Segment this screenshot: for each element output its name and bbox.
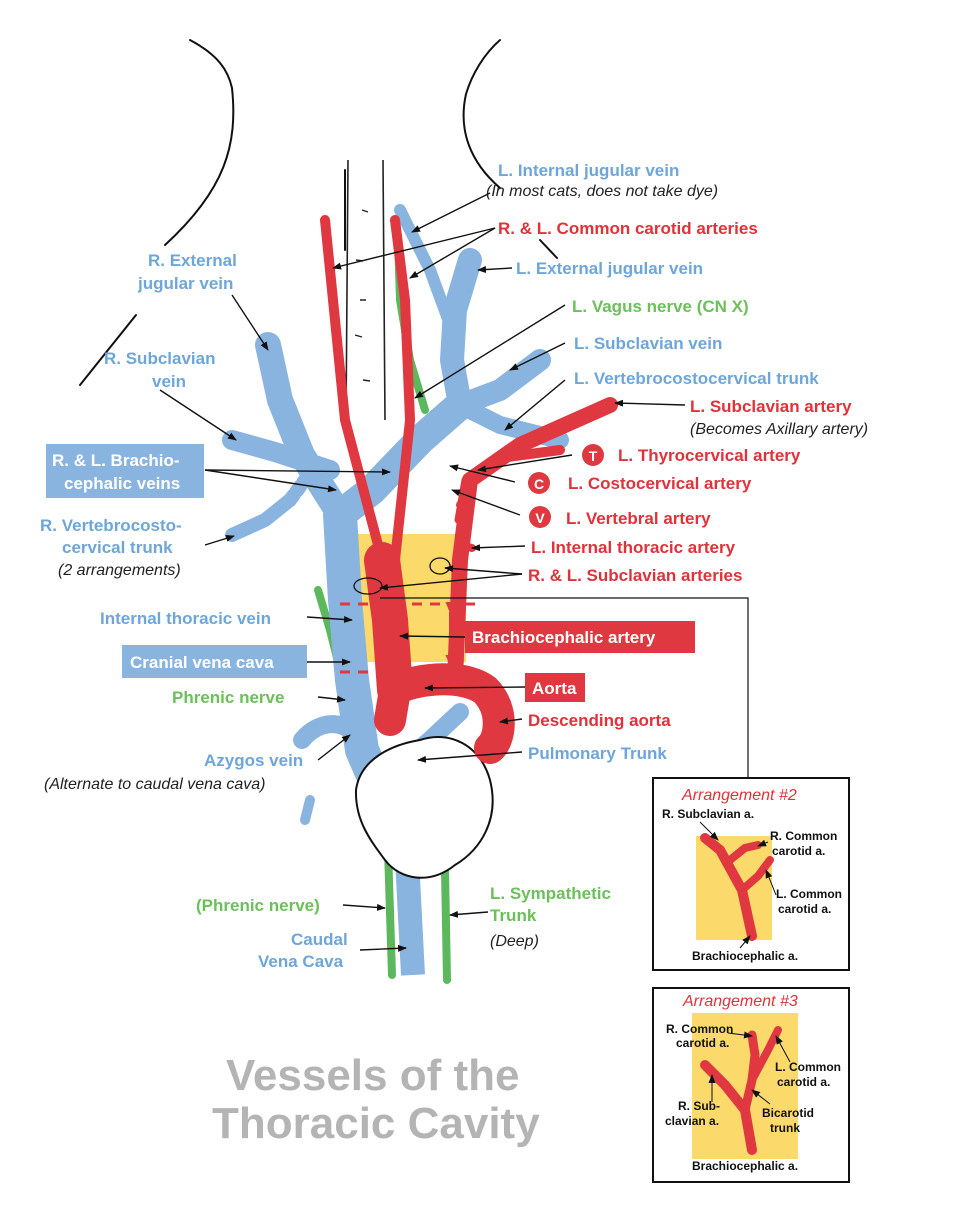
label-phrenic-nerve: Phrenic nerve — [172, 688, 284, 707]
note-azygos: (Alternate to caudal vena cava) — [44, 776, 265, 793]
note-l-internal-jugular: (In most cats, does not take dye) — [486, 183, 718, 200]
note-l-subclavian-artery: (Becomes Axillary artery) — [690, 421, 868, 438]
label-r-subclavian-vein-1: R. Subclavian — [104, 349, 215, 368]
arrangement-3-r-common-carotid-2: carotid a. — [676, 1036, 729, 1050]
label-caudal-vena-cava-2: Vena Cava — [258, 952, 344, 971]
arrangement-3-l-common-carotid-2: carotid a. — [777, 1075, 830, 1089]
arrangement-3-bicarotid-2: trunk — [770, 1121, 800, 1135]
label-l-internal-jugular: L. Internal jugular vein — [498, 161, 679, 180]
arteries — [320, 215, 618, 764]
trachea — [345, 159, 386, 421]
label-l-internal-thoracic-artery: L. Internal thoracic artery — [531, 538, 736, 557]
label-internal-thoracic-vein: Internal thoracic vein — [100, 609, 271, 628]
arrangement-2-title: Arrangement #2 — [681, 787, 797, 804]
brachiocephalic-artery — [364, 542, 413, 708]
diagram-title-line-2: Thoracic Cavity — [212, 1099, 540, 1148]
arrangement-connector — [380, 597, 749, 778]
artery-labels: R. & L. Common carotid arteries L. Subcl… — [498, 219, 852, 730]
note-l-sympathetic: (Deep) — [490, 933, 539, 950]
label-brachiocephalic-veins-1: R. & L. Brachio- — [52, 451, 180, 470]
label-caudal-vena-cava-1: Caudal — [291, 930, 348, 949]
arrangement-3-r-subclavian-2: clavian a. — [665, 1114, 719, 1128]
arrangement-2-brachiocephalic: Brachiocephalic a. — [692, 949, 798, 963]
heart — [354, 735, 494, 879]
note-labels: (In most cats, does not take dye) (Becom… — [44, 183, 868, 950]
badge-costocervical: C — [534, 476, 544, 492]
arrangement-2-l-common-carotid-2: carotid a. — [778, 902, 831, 916]
label-l-sympathetic-1: L. Sympathetic — [490, 884, 611, 903]
arrangement-3-inset: Arrangement #3 R. Common carotid a. L. C… — [652, 987, 850, 1183]
label-costocervical: L. Costocervical artery — [568, 474, 752, 493]
label-aorta: Aorta — [532, 679, 577, 698]
arrangement-3-l-common-carotid-1: L. Common — [775, 1060, 841, 1074]
arrangement-2-r-subclavian: R. Subclavian a. — [662, 807, 754, 821]
label-thyrocervical: L. Thyrocervical artery — [618, 446, 801, 465]
badge-vertebral: V — [535, 510, 545, 526]
arrangement-3-r-common-carotid-1: R. Common — [666, 1022, 733, 1036]
label-r-subclavian-vein-2: vein — [152, 372, 186, 391]
arrangement-2-l-common-carotid-1: L. Common — [776, 887, 842, 901]
artery-badges: T C V — [528, 444, 604, 528]
nerve-labels: L. Vagus nerve (CN X) Phrenic nerve (Phr… — [172, 297, 749, 925]
vein-labels: L. Internal jugular vein L. External jug… — [40, 161, 819, 971]
badge-thyrocervical: T — [589, 448, 598, 464]
arrangement-3-bicarotid-1: Bicarotid — [762, 1106, 814, 1120]
cranial-vena-cava — [323, 498, 392, 797]
arrangement-2-r-common-carotid-1: R. Common — [770, 829, 837, 843]
diagram-title-line-1: Vessels of the — [226, 1051, 519, 1100]
label-r-external-jugular-2: jugular vein — [137, 274, 233, 293]
label-pulmonary-trunk: Pulmonary Trunk — [528, 744, 667, 763]
arrangement-3-brachiocephalic: Brachiocephalic a. — [692, 1159, 798, 1173]
body-outline — [79, 39, 558, 386]
label-l-vertebrocostocervical: L. Vertebrocostocervical trunk — [574, 369, 819, 388]
label-common-carotids: R. & L. Common carotid arteries — [498, 219, 758, 238]
veins — [222, 204, 569, 976]
label-brachiocephalic-veins-2: cephalic veins — [64, 474, 180, 493]
arrangement-3-title: Arrangement #3 — [682, 993, 798, 1010]
label-r-external-jugular-1: R. External — [148, 251, 237, 270]
label-brachiocephalic-artery: Brachiocephalic artery — [472, 628, 656, 647]
label-r-vertebrocosto-2: cervical trunk — [62, 538, 173, 557]
label-l-external-jugular: L. External jugular vein — [516, 259, 703, 278]
boxed-vein-labels: R. & L. Brachio- cephalic veins Cranial … — [46, 444, 307, 678]
label-l-vagus: L. Vagus nerve (CN X) — [572, 297, 749, 316]
arrangement-3-r-subclavian-1: R. Sub- — [678, 1099, 720, 1113]
label-l-sympathetic-2: Trunk — [490, 906, 537, 925]
label-l-subclavian-artery: L. Subclavian artery — [690, 397, 852, 416]
label-phrenic-nerve-2: (Phrenic nerve) — [196, 896, 320, 915]
label-cranial-vena-cava: Cranial vena cava — [130, 653, 274, 672]
arrangement-2-inset: Arrangement #2 R. Subclavian a. R. Commo… — [652, 777, 850, 971]
label-subclavian-arteries: R. & L. Subclavian arteries — [528, 566, 742, 585]
label-r-vertebrocosto-1: R. Vertebrocosto- — [40, 516, 182, 535]
label-vertebral: L. Vertebral artery — [566, 509, 711, 528]
arrangement-2-r-common-carotid-2: carotid a. — [772, 844, 825, 858]
leader-lines — [159, 192, 686, 952]
boxed-artery-labels: Brachiocephalic artery Aorta — [465, 621, 695, 702]
note-r-vertebrocosto: (2 arrangements) — [58, 562, 181, 579]
label-l-subclavian-vein: L. Subclavian vein — [574, 334, 722, 353]
label-descending-aorta: Descending aorta — [528, 711, 671, 730]
label-azygos-vein: Azygos vein — [204, 751, 303, 770]
